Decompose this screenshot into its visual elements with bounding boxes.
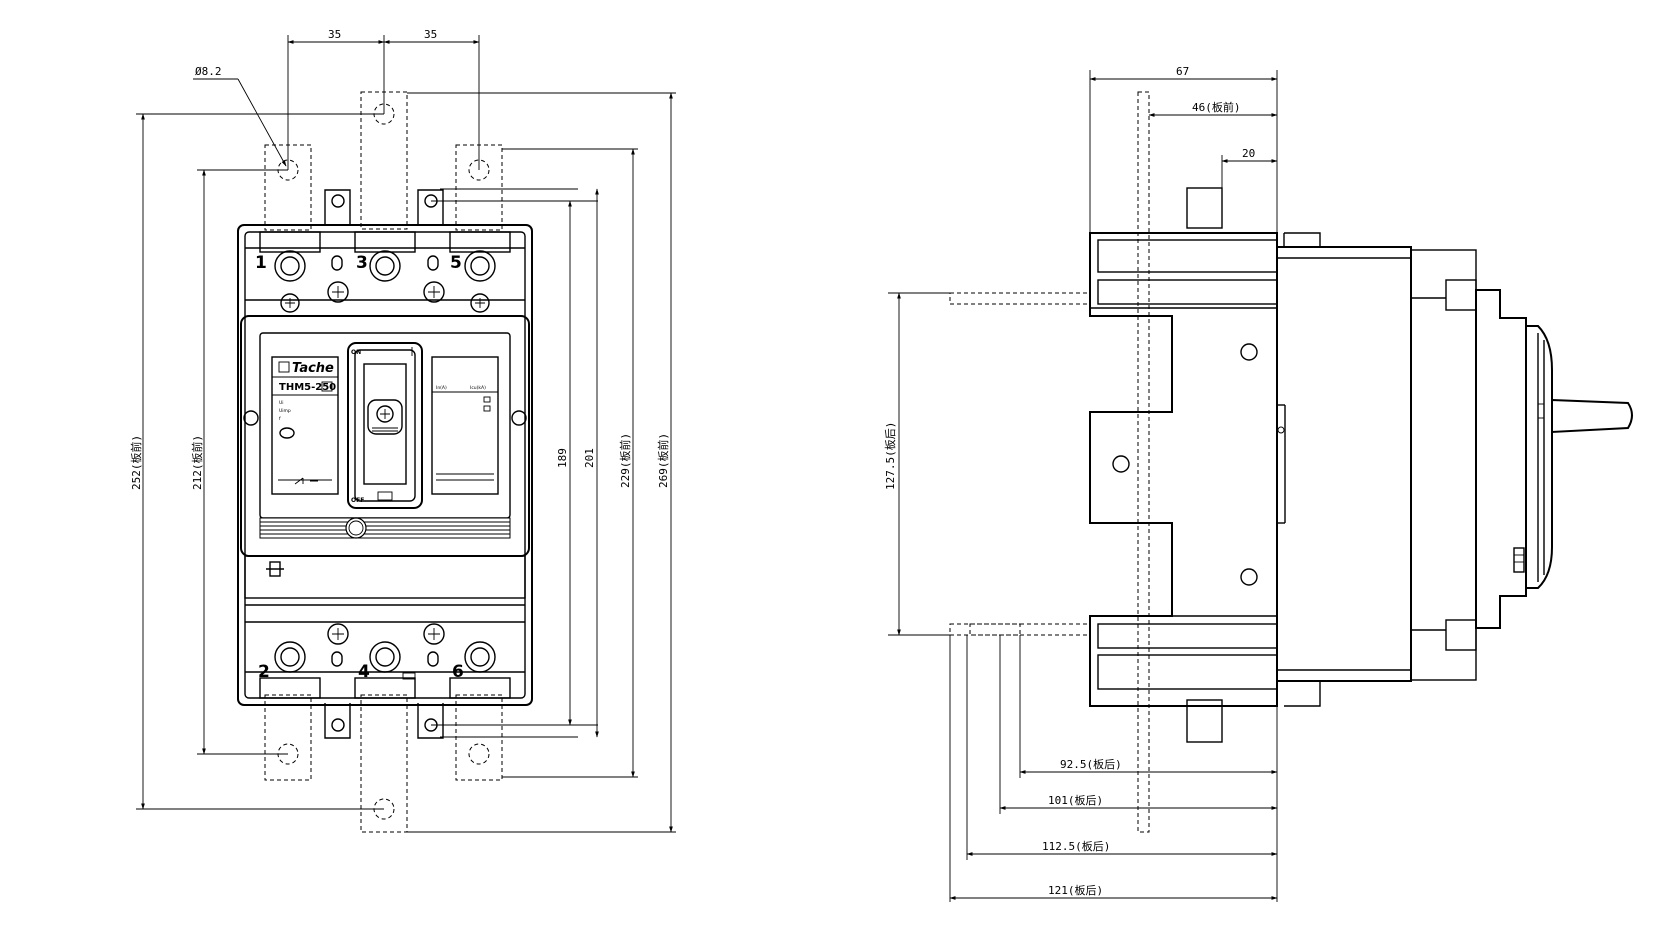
dim-pitch-right: 35	[424, 28, 437, 41]
side-front-plate	[1475, 289, 1527, 629]
dim-depth-112-5: 112.5(板后)	[1042, 839, 1110, 853]
terminal-label-6: 6	[452, 662, 464, 682]
mount-bar-bottom-center	[360, 694, 408, 833]
side-base	[1089, 232, 1278, 707]
dim-depth-67: 67	[1176, 65, 1189, 78]
terminal-label-3: 3	[356, 253, 368, 273]
off-label: OFF	[351, 497, 364, 504]
dim-height-269: 269(板前)	[656, 433, 670, 488]
in-label: In(A)	[436, 385, 447, 391]
dim-hole-diameter: Ø8.2	[195, 65, 222, 78]
uimp-label: Uimp	[279, 408, 291, 414]
dim-pitch-left: 35	[328, 28, 341, 41]
terminal-label-5: 5	[450, 253, 462, 273]
handle-assembly: ON OFF	[347, 342, 423, 509]
nameplate-left: Tache THM5-250 Ui Uimp f	[271, 356, 339, 495]
nameplate-right: In(A) Icu(kA)	[431, 356, 499, 495]
dim-depth-92-5: 92.5(板后)	[1060, 757, 1122, 771]
handle-base	[1525, 325, 1553, 589]
dim-depth-20: 20	[1242, 147, 1255, 160]
terminal-label-4: 4	[358, 662, 370, 682]
top-terminal-block: 1 3 5	[245, 231, 525, 313]
f-label: f	[279, 416, 281, 422]
dashed-bolt	[1137, 91, 1150, 833]
striped-band	[259, 517, 511, 539]
terminal-label-2: 2	[258, 662, 270, 682]
front-view: 1 3 5 Tache THM5-250 Ui Uimp f	[129, 28, 676, 833]
front-dimensions: 35 35 Ø8.2 252(板前) 212(板前)	[129, 28, 676, 833]
ear-tab-top-right	[417, 189, 444, 225]
side-hole-top	[1240, 343, 1258, 361]
bottom-stud-block	[1186, 699, 1223, 743]
on-label: ON	[351, 349, 361, 356]
dim-depth-46: 46(板前)	[1192, 100, 1241, 114]
ui-label: Ui	[279, 400, 284, 406]
side-mid-housing	[1276, 246, 1412, 682]
operating-handle-side[interactable]	[1551, 398, 1633, 434]
dim-height-189: 189	[556, 448, 569, 468]
dim-depth-121: 121(板后)	[1048, 883, 1103, 897]
bottom-terminal-block: 2 4 6	[245, 621, 525, 699]
breaker-body	[237, 224, 533, 706]
mount-bar-bottom-right	[455, 694, 503, 781]
dim-depth-101: 101(板后)	[1048, 793, 1103, 807]
brand-logo: Tache	[292, 361, 334, 376]
mount-bar-bottom-left	[264, 694, 312, 781]
dim-height-201: 201	[583, 448, 596, 468]
ear-tab-bottom-left	[324, 703, 351, 739]
dim-height-127-5: 127.5(板后)	[883, 422, 897, 490]
side-view: 67 46(板前) 20	[883, 65, 1633, 902]
ear-tab-top-left	[324, 189, 351, 225]
dim-height-252: 252(板前)	[129, 435, 143, 490]
top-stud-block	[1186, 187, 1223, 229]
side-cover	[1410, 249, 1477, 681]
ear-tab-bottom-right	[417, 703, 444, 739]
mounting-holes	[277, 103, 490, 820]
icu-label: Icu(kA)	[470, 385, 486, 391]
model-label: THM5-250	[279, 382, 336, 393]
side-hole-bottom	[1240, 568, 1258, 586]
operating-handle[interactable]	[367, 399, 403, 435]
dim-height-229: 229(板前)	[618, 433, 632, 488]
dashed-busbars	[949, 292, 1091, 636]
side-hole-middle	[1112, 455, 1130, 473]
terminal-label-1: 1	[255, 253, 267, 273]
dim-height-212: 212(板前)	[190, 435, 204, 490]
